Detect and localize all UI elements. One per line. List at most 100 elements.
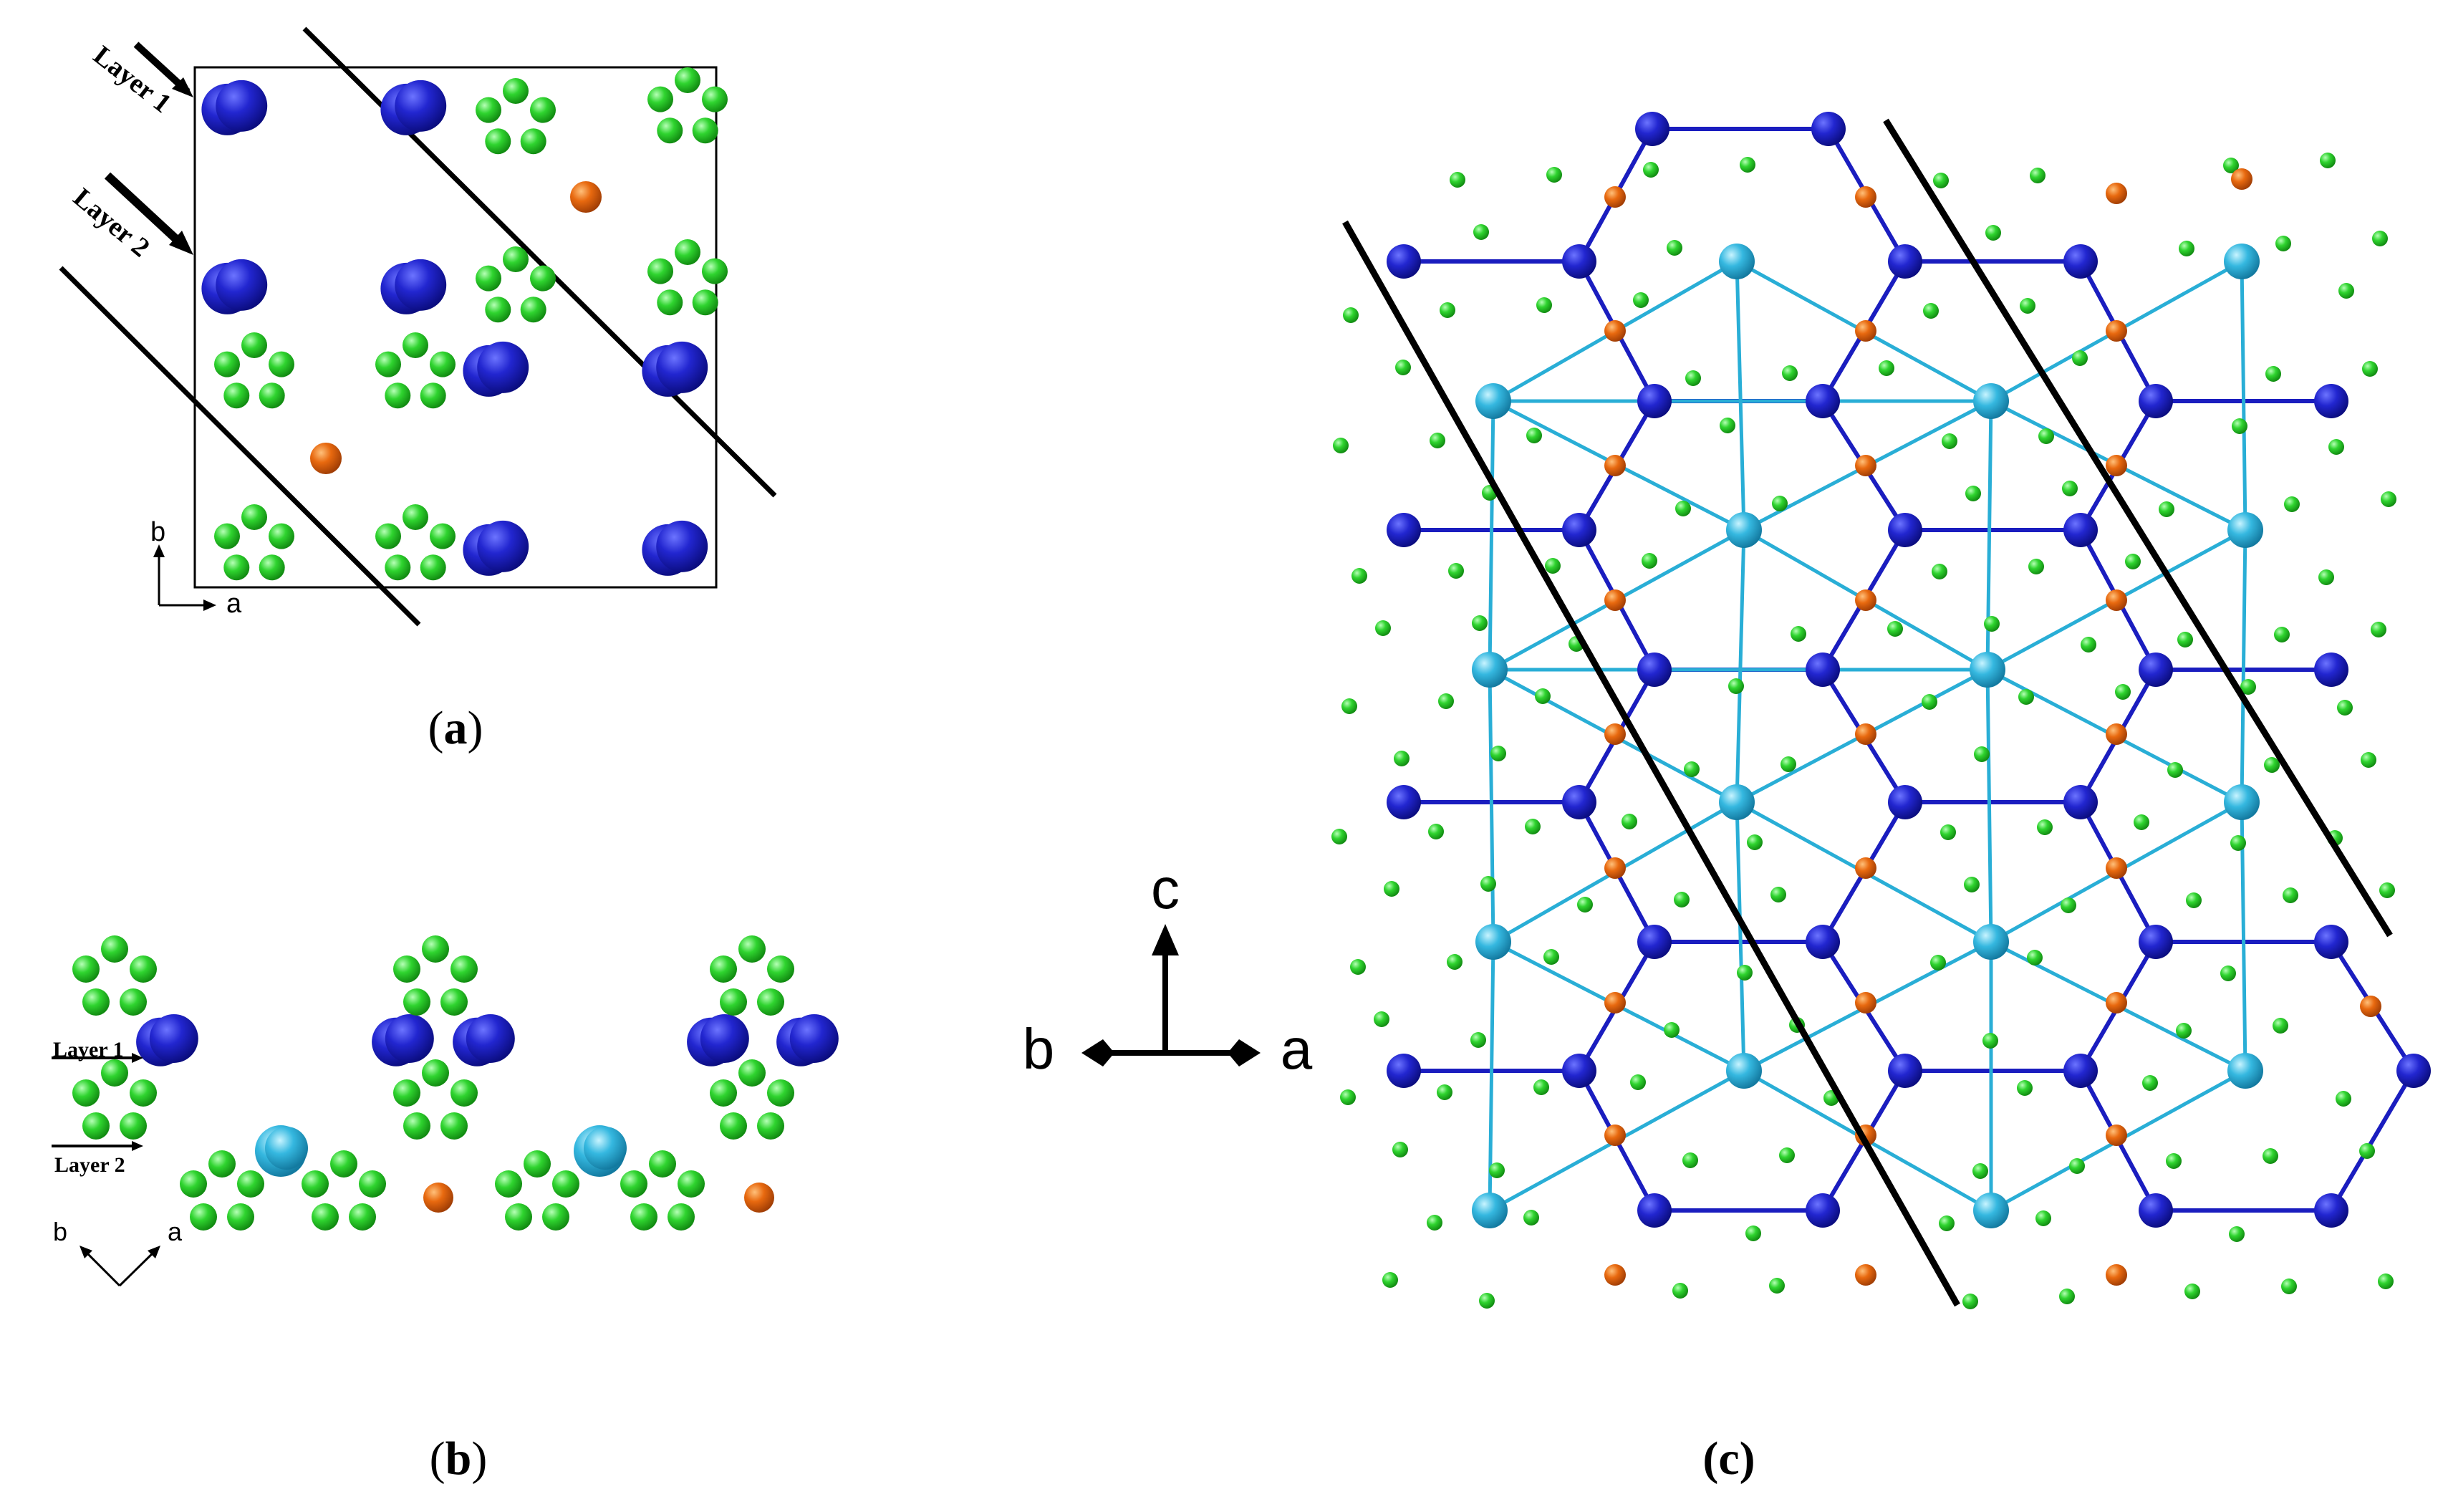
green-atom <box>227 1203 254 1231</box>
green-atom <box>1375 620 1391 636</box>
green-atom <box>349 1203 376 1231</box>
green-atom <box>2274 627 2290 642</box>
green-atom <box>82 1112 110 1140</box>
green-atom <box>647 258 673 284</box>
green-atom <box>503 246 529 272</box>
green-atom <box>1427 1215 1442 1231</box>
green-atom <box>1772 496 1788 511</box>
panel-b: Layer 1 Layer 2 b a (b) <box>52 935 839 1485</box>
blue-atom <box>1562 1054 1596 1088</box>
green-atom <box>1972 1163 1988 1179</box>
cyan-atom <box>584 1127 627 1170</box>
blue-atom <box>1637 1193 1672 1228</box>
green-atom <box>2230 835 2246 851</box>
green-atom <box>1430 433 1445 448</box>
green-atom <box>2320 153 2336 168</box>
cyan-atom <box>1719 244 1755 279</box>
green-atom <box>1351 568 1367 584</box>
green-atom <box>710 955 737 983</box>
blue-atom <box>395 80 447 132</box>
green-atom <box>269 351 294 377</box>
bond <box>2240 259 2247 532</box>
green-atom <box>1770 887 1786 902</box>
green-atom <box>420 382 446 409</box>
orange-atom <box>1855 1264 1876 1286</box>
green-atom <box>1982 1033 1998 1049</box>
orange-atom <box>2106 1125 2127 1146</box>
green-atom <box>1545 558 1561 574</box>
orange-atom <box>1855 589 1876 611</box>
orange-atom <box>1855 723 1876 745</box>
green-atom <box>1887 621 1903 637</box>
green-atom <box>2232 418 2247 434</box>
layer2-arrowhead <box>132 1141 143 1151</box>
blue-atom <box>1806 384 1840 418</box>
green-atom <box>738 1059 766 1087</box>
green-atom <box>657 289 683 316</box>
green-atom <box>649 1150 676 1178</box>
green-atom <box>440 988 468 1016</box>
blue-atom <box>2063 513 2098 547</box>
green-atom <box>1533 1079 1549 1095</box>
axis-c-label: c <box>1151 857 1180 920</box>
green-atom <box>1473 224 1489 240</box>
green-atom <box>2359 1143 2375 1159</box>
green-atom <box>1392 1142 1408 1157</box>
green-atom <box>1791 626 1806 642</box>
blue-atom <box>656 341 708 393</box>
green-atom <box>738 935 766 963</box>
green-atom <box>403 1112 430 1140</box>
blue-atom <box>1562 785 1596 819</box>
green-atom <box>1438 693 1454 709</box>
bond <box>1735 259 1746 532</box>
green-atom <box>2159 501 2174 517</box>
cyan-atom <box>2224 784 2260 820</box>
green-atom <box>259 382 285 409</box>
cyan-atom <box>2224 244 2260 279</box>
orange-atom <box>1855 455 1876 476</box>
blue-atom <box>1888 785 1922 819</box>
green-atom <box>2283 887 2298 903</box>
bond <box>1488 668 1495 944</box>
green-atom <box>675 67 700 93</box>
green-atom <box>542 1203 569 1231</box>
green-atom <box>1685 370 1701 386</box>
green-atom <box>692 289 718 316</box>
green-atom <box>2220 966 2236 981</box>
green-atom <box>1962 1294 1978 1309</box>
green-atom <box>657 117 683 144</box>
blue-atom <box>1637 925 1672 959</box>
orange-atom <box>1855 992 1876 1013</box>
green-atom <box>1667 240 1682 256</box>
green-atom <box>2186 892 2202 908</box>
green-atom <box>1932 564 1947 579</box>
green-atom <box>359 1170 386 1198</box>
green-atom <box>1489 1162 1505 1178</box>
green-atom <box>375 523 401 549</box>
orange-atom <box>2360 996 2381 1017</box>
green-atom <box>2378 1273 2394 1289</box>
green-atom <box>1470 1032 1486 1048</box>
blue-atom <box>1806 653 1840 687</box>
green-atom <box>237 1170 264 1198</box>
green-atom <box>767 955 794 983</box>
green-atom <box>1472 615 1488 631</box>
green-atom <box>2337 700 2353 716</box>
green-atom <box>2338 283 2354 299</box>
blue-atom <box>700 1013 749 1063</box>
layer1-arrowhead <box>172 77 193 97</box>
green-atom <box>2059 1289 2075 1304</box>
blue-atom <box>385 1013 434 1063</box>
green-atom <box>2020 298 2035 314</box>
blue-atom <box>477 520 529 572</box>
green-atom <box>2184 1284 2200 1299</box>
green-atom <box>2328 439 2344 455</box>
green-atom <box>668 1203 695 1231</box>
green-atom <box>2038 428 2054 444</box>
green-atom <box>1923 303 1939 319</box>
green-atom <box>1974 746 1990 762</box>
green-atom <box>1642 553 1657 569</box>
green-atom <box>2069 1158 2085 1174</box>
green-atom <box>552 1170 579 1198</box>
cyan-atom <box>1973 1193 2009 1228</box>
